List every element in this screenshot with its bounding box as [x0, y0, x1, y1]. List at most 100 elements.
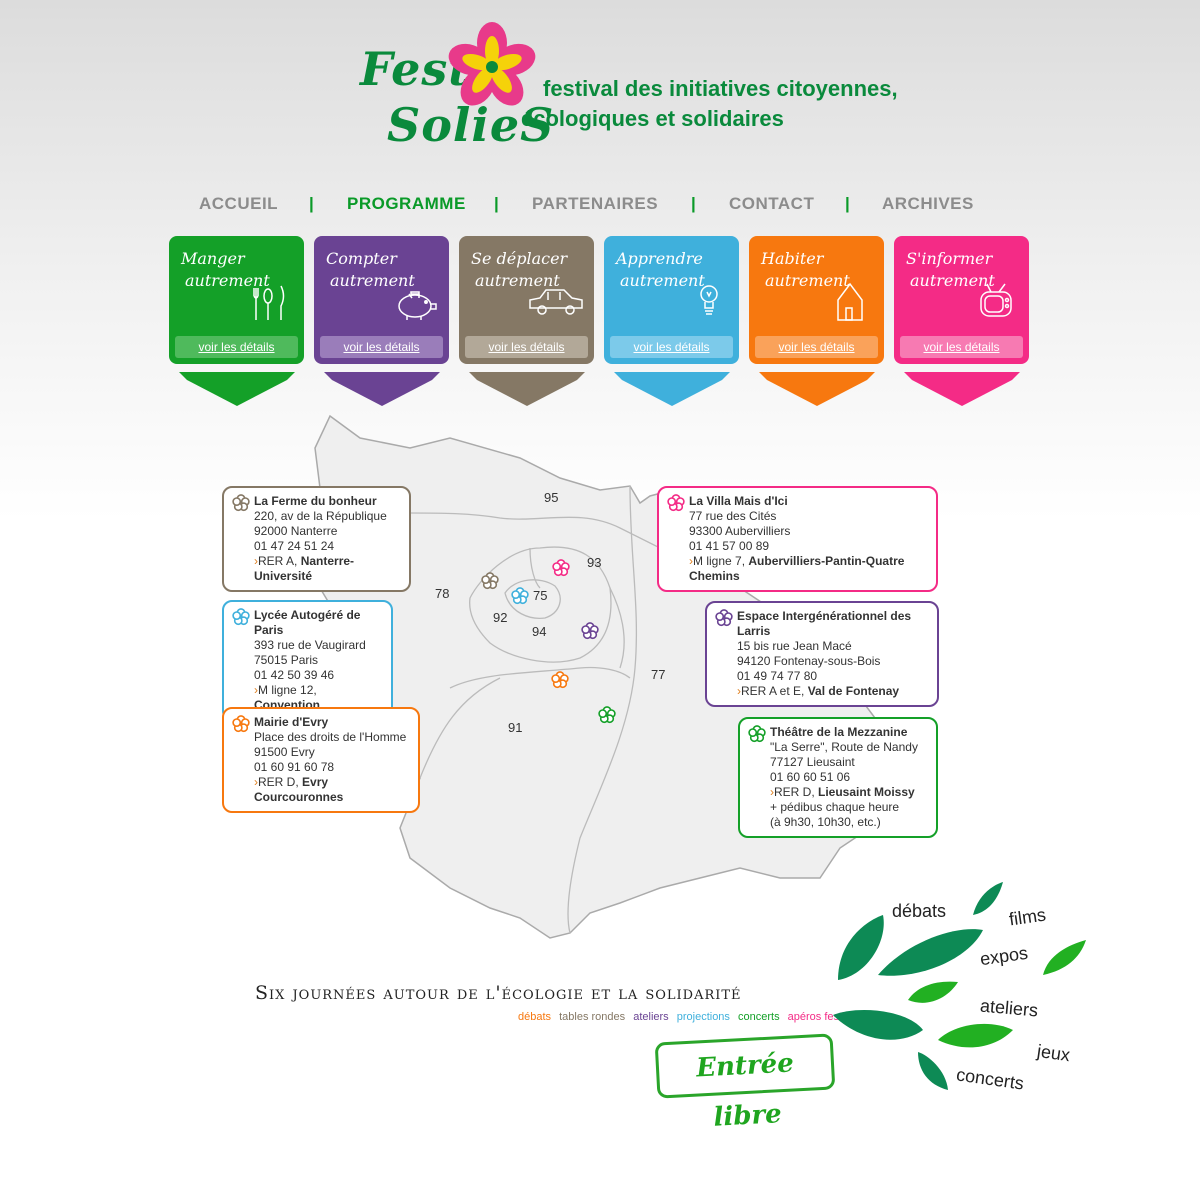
- dept-label-95: 95: [544, 490, 559, 505]
- voir-details-button[interactable]: voir les détails: [320, 336, 443, 358]
- entree-libre-badge: Entrée libre: [654, 1033, 836, 1133]
- tagline-line-2: écologiques et solidaires: [521, 106, 784, 131]
- flower-icon: [715, 609, 733, 627]
- activities-list: débats tables rondes ateliers projection…: [518, 1011, 867, 1023]
- nav-separator: |: [494, 194, 500, 213]
- dept-label-75: 75: [533, 588, 548, 603]
- leaf: [973, 882, 1003, 915]
- venue-address: 15 bis rue Jean Macé: [737, 639, 852, 653]
- leaf: [878, 929, 983, 976]
- dept-label-93: 93: [587, 555, 602, 570]
- leaf: [908, 981, 958, 1003]
- venue-city: 91500 Evry: [254, 745, 315, 759]
- leaf: [918, 1052, 948, 1090]
- leaves-decoration: [833, 882, 1086, 1090]
- arrow-manger: [179, 372, 295, 406]
- arrow-compter: [324, 372, 440, 406]
- flower-icon: [232, 494, 250, 512]
- activity-debats: débats: [518, 1011, 552, 1023]
- main-nav: ACCUEIL | PROGRAMME | PARTENAIRES | CONT…: [0, 194, 1200, 216]
- venue-villa-mais-d-ici[interactable]: La Villa Mais d'Ici 77 rue des Cités 933…: [657, 486, 938, 592]
- venue-mairie-evry[interactable]: Mairie d'Evry Place des droits de l'Homm…: [222, 707, 420, 813]
- nav-separator: |: [691, 194, 697, 213]
- voir-details-button[interactable]: voir les détails: [900, 336, 1023, 358]
- voir-details-button[interactable]: voir les détails: [755, 336, 878, 358]
- venue-name: Lycée Autogéré de Paris: [254, 608, 361, 637]
- venue-city: 75015 Paris: [254, 653, 319, 667]
- festisolies-logo[interactable]: Festí SolieS: [355, 22, 555, 162]
- activity-concerts: concerts: [738, 1011, 780, 1023]
- venue-city: 92000 Nanterre: [254, 524, 338, 538]
- nav-item-programme[interactable]: PROGRAMME: [347, 194, 466, 213]
- activity-tables-rondes: tables rondes: [559, 1011, 626, 1023]
- arrow-s-informer: [904, 372, 1020, 406]
- venue-address: 77 rue des Cités: [689, 509, 777, 523]
- venue-name: La Villa Mais d'Ici: [689, 494, 788, 508]
- activity-projections: projections: [676, 1011, 730, 1023]
- venue-city: 94120 Fontenay-sous-Bois: [737, 654, 881, 668]
- tagline-line-1: festival des initiatives citoyennes,: [543, 76, 898, 101]
- piggy-bank-icon: [398, 291, 437, 320]
- flower-icon: [232, 608, 250, 626]
- venue-transit: ›RER D, Evry Courcouronnes: [254, 775, 344, 804]
- venue-phone: 01 47 24 51 24: [254, 539, 335, 553]
- activity-ateliers: ateliers: [633, 1011, 669, 1023]
- venue-name: Théâtre de la Mezzanine: [770, 725, 908, 739]
- dept-label-77: 77: [651, 667, 666, 682]
- nav-separator: |: [845, 194, 851, 213]
- venue-ferme-du-bonheur[interactable]: La Ferme du bonheur 220, av de la Républ…: [222, 486, 411, 592]
- leaf: [838, 915, 884, 980]
- nav-item-accueil[interactable]: ACCUEIL: [199, 194, 279, 213]
- venue-phone: 01 42 50 39 46: [254, 668, 335, 682]
- six-journees-headline: Six journées autour de l'écologie et la …: [255, 982, 742, 1004]
- venue-address: "La Serre", Route de Nandy: [770, 740, 918, 754]
- venue-phone: 01 49 74 77 80: [737, 669, 818, 683]
- flower-icon: [748, 725, 766, 743]
- nav-item-contact[interactable]: CONTACT: [729, 194, 815, 213]
- nav-item-archives[interactable]: ARCHIVES: [882, 194, 974, 213]
- venue-lycee-autogere[interactable]: Lycée Autogéré de Paris 393 rue de Vaugi…: [222, 600, 393, 721]
- cutlery-icon: [253, 285, 285, 320]
- venue-city: 77127 Lieusaint: [770, 755, 855, 769]
- leaf: [833, 1010, 923, 1040]
- venue-address: 393 rue de Vaugirard: [254, 638, 366, 652]
- venue-theatre-mezzanine[interactable]: Théâtre de la Mezzanine "La Serre", Rout…: [738, 717, 938, 838]
- venue-address: Place des droits de l'Homme: [254, 730, 407, 744]
- voir-details-button[interactable]: voir les détails: [175, 336, 298, 358]
- venue-espace-larris[interactable]: Espace Intergénérationnel des Larris 15 …: [705, 601, 939, 707]
- nav-separator: |: [309, 194, 315, 213]
- nav-item-partenaires[interactable]: PARTENAIRES: [532, 194, 659, 213]
- venue-city: 93300 Aubervilliers: [689, 524, 791, 538]
- venue-transit: ›RER A et E, Val de Fontenay: [737, 684, 900, 698]
- tv-icon: [980, 283, 1012, 317]
- venue-extra: + pédibus chaque heure: [770, 800, 900, 814]
- venue-extra: (à 9h30, 10h30, etc.): [770, 815, 881, 829]
- leaf-word-debats: débats: [892, 901, 947, 921]
- venue-name: Mairie d'Evry: [254, 715, 329, 729]
- dept-label-92: 92: [493, 610, 508, 625]
- arrow-apprendre: [614, 372, 730, 406]
- car-icon: [529, 289, 583, 315]
- venue-phone: 01 60 60 51 06: [770, 770, 851, 784]
- dept-label-91: 91: [508, 720, 523, 735]
- lightbulb-icon: [700, 285, 718, 315]
- voir-details-button[interactable]: voir les détails: [465, 336, 588, 358]
- arrow-se-deplacer: [469, 372, 585, 406]
- venue-name: La Ferme du bonheur: [254, 494, 377, 508]
- leaf: [1043, 940, 1086, 975]
- arrow-habiter: [759, 372, 875, 406]
- dept-label-78: 78: [435, 586, 450, 601]
- voir-details-button[interactable]: voir les détails: [610, 336, 733, 358]
